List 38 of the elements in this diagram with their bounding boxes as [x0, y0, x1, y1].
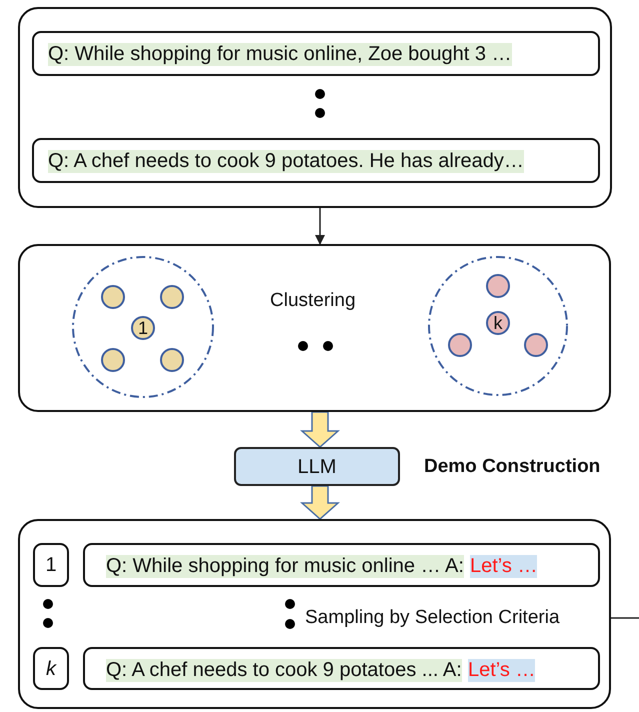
sample-circle	[486, 274, 510, 298]
cluster-number: k	[492, 313, 504, 333]
demo-box	[83, 647, 600, 690]
panel	[18, 7, 612, 208]
index-number: 1	[44, 554, 58, 577]
sample-circle	[101, 348, 125, 372]
panel	[18, 244, 611, 412]
demo-box	[83, 543, 600, 587]
question-text: Q: While shopping for music online, Zoe bought 3 …	[48, 43, 512, 66]
panel	[18, 519, 611, 709]
stage-label: Demo Construction	[424, 456, 600, 478]
answer-text: Let’s …	[470, 555, 538, 578]
sample-circle	[160, 285, 184, 309]
block-arrow	[300, 485, 340, 520]
sample-circle	[524, 333, 548, 357]
sample-circle	[486, 311, 510, 335]
step-label: Sampling by Selection Criteria	[305, 607, 560, 629]
question-text: Q: A chef needs to cook 9 potatoes ... A:	[106, 659, 462, 682]
arrow	[315, 208, 325, 245]
connector-line	[611, 617, 639, 619]
index-number: k	[45, 658, 58, 681]
cluster-circle	[72, 256, 214, 398]
question-text: Q: While shopping for music online … A:	[106, 555, 464, 578]
index-box	[33, 647, 69, 690]
sample-circle	[448, 333, 472, 357]
sample-circle	[160, 348, 184, 372]
question-text: Q: A chef needs to cook 9 potatoes. He has already…	[48, 150, 524, 173]
answer-text: Let’s …	[468, 659, 536, 682]
sample-circle	[131, 316, 155, 340]
index-box	[33, 543, 69, 587]
question-box	[32, 31, 600, 76]
question-box	[32, 138, 600, 183]
cluster-number: 1	[136, 318, 149, 338]
block-arrow	[300, 411, 340, 448]
sample-circle	[101, 285, 125, 309]
step-label: Clustering	[270, 290, 356, 312]
model-label: LLM	[296, 456, 338, 479]
cluster-circle	[428, 256, 568, 396]
